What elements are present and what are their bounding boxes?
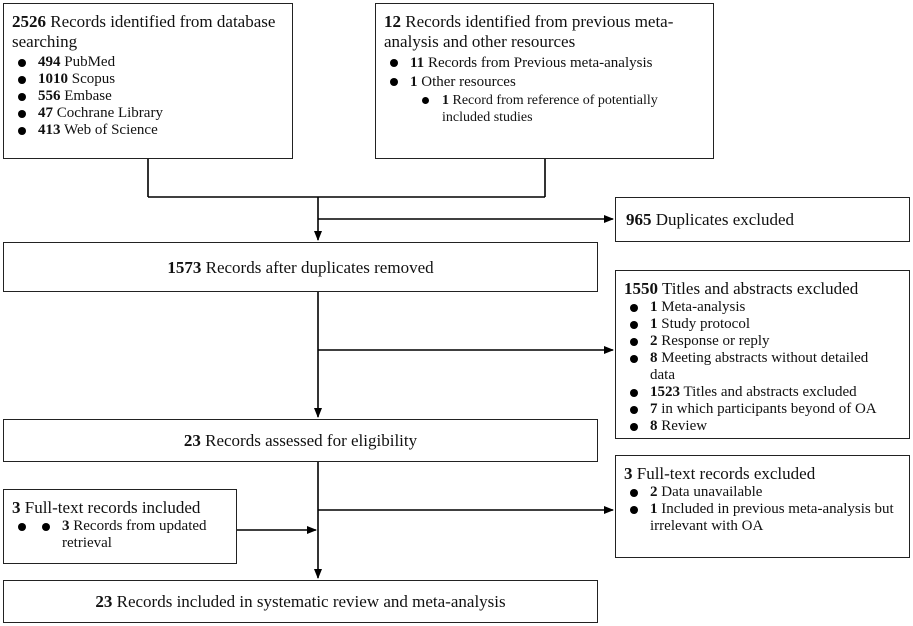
list-item: 413 Web of Science: [12, 122, 284, 139]
after-duplicates-label: Records after duplicates removed: [205, 258, 434, 277]
fulltext-included-label: Full-text records included: [24, 498, 201, 517]
eligibility-label: Records assessed for eligibility: [205, 431, 418, 450]
sub-list-item: 1 Record from reference of potentially i…: [384, 92, 705, 126]
fulltext-included-box: 3 Full-text records included 3 Records f…: [3, 489, 237, 564]
list-item: 1010 Scopus: [12, 71, 284, 88]
list-item: 556 Embase: [12, 88, 284, 105]
duplicates-count: 965: [626, 210, 652, 229]
list-item: 1 Meta-analysis: [624, 299, 901, 316]
titles-excluded-box: 1550 Titles and abstracts excluded 1 Met…: [615, 270, 910, 439]
other-sources-label-line1: Records identified from previous meta-: [405, 12, 674, 31]
after-duplicates-count: 1573: [167, 258, 202, 277]
list-item: 1 Included in previous meta-analysis but…: [624, 501, 901, 535]
titles-excluded-count: 1550: [624, 279, 658, 298]
other-sources-count: 12: [384, 12, 401, 31]
list-item: 494 PubMed: [12, 54, 284, 71]
fulltext-excluded-label: Full-text records excluded: [636, 464, 816, 483]
db-search-box: 2526 Records identified from database se…: [3, 3, 293, 159]
other-sources-box: 12 Records identified from previous meta…: [375, 3, 714, 159]
list-item: 1 Other resources: [384, 73, 705, 92]
list-item: 2 Data unavailable: [624, 484, 901, 501]
list-item: 2 Response or reply: [624, 333, 901, 350]
db-search-count: 2526: [12, 12, 46, 31]
duplicates-box: 965 Duplicates excluded: [615, 197, 910, 242]
list-item: 3 Records from updated retrieval: [12, 518, 228, 552]
fulltext-excluded-box: 3 Full-text records excluded 2 Data unav…: [615, 455, 910, 558]
final-count: 23: [95, 592, 113, 611]
list-item: 47 Cochrane Library: [12, 105, 284, 122]
final-box: 23 Records included in systematic review…: [3, 580, 598, 623]
db-search-label: Records identified from database searchi…: [12, 12, 276, 51]
after-duplicates-box: 1573 Records after duplicates removed: [3, 242, 598, 292]
eligibility-box: 23 Records assessed for eligibility: [3, 419, 598, 462]
list-item: 7 in which participants beyond of OA: [624, 401, 901, 418]
list-item: 1 Study protocol: [624, 316, 901, 333]
titles-excluded-label: Titles and abstracts excluded: [661, 279, 859, 298]
fulltext-excluded-count: 3: [624, 464, 633, 483]
eligibility-count: 23: [183, 431, 201, 450]
fulltext-included-count: 3: [12, 498, 21, 517]
list-item: 1523 Titles and abstracts excluded: [624, 384, 901, 401]
duplicates-label: Duplicates excluded: [655, 210, 795, 229]
other-sources-label-line2: analysis and other resources: [384, 32, 576, 51]
list-item: 11 Records from Previous meta-analysis: [384, 54, 705, 73]
final-label: Records included in systematic review an…: [116, 592, 506, 611]
list-item: 8 Review: [624, 418, 901, 435]
